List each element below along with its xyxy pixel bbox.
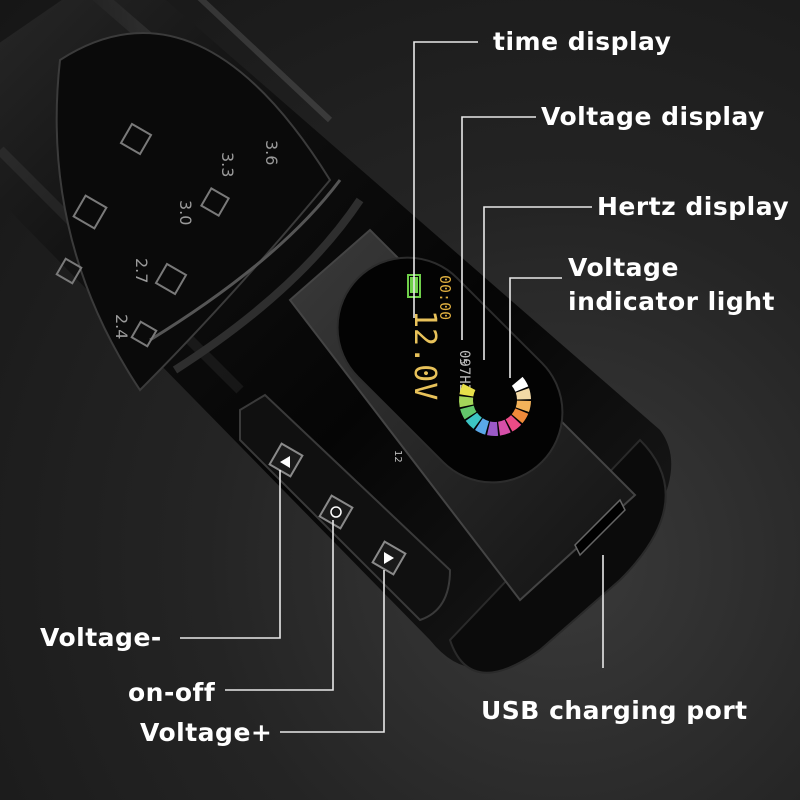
usb-port[interactable] [574,498,626,557]
indicator-segment [475,418,489,435]
indicator-segment [505,415,522,432]
indicator-segment [498,419,511,436]
voltage-dial[interactable]: 3.6 3.3 3.0 2.7 2.4 [55,32,364,392]
hertz-display-label: Hertz display [597,192,790,221]
dial-mark-2: 3.3 [218,152,237,177]
on-off-label: on-off [128,678,216,707]
power-button[interactable] [318,494,354,530]
indicator-segment [511,408,529,424]
indicator-segment [511,376,529,392]
voltage-display-label: Voltage display [541,102,765,131]
dial-mark-3: 3.0 [176,200,195,225]
time-display-label: time display [493,27,672,56]
dial-mark-4: 2.7 [132,258,151,283]
voltage-minus-label: Voltage- [40,623,162,652]
voltage-indicator-label-line1: Voltage [568,253,679,282]
scale-min-label: 12 [392,450,403,463]
screen: 00:00 12.0V 097HZ 12 5 [392,274,472,463]
indicator-segment [460,405,477,420]
usb-port-label: USB charging port [481,696,748,725]
callout-lines [180,41,604,733]
voltage-indicator-label-line2: indicator light [568,287,775,316]
scale-max-label: 5 [457,358,468,364]
voltage-plus-label: Voltage+ [140,718,273,747]
hertz-readout: 097HZ [456,350,472,392]
indicator-segment [459,383,476,397]
indicator-segment [465,412,482,429]
voltage-minus-button[interactable] [268,442,304,478]
indicator-segment [487,421,499,436]
indicator-segment [459,396,474,408]
display-panel: 00:00 12.0V 097HZ 12 5 [288,228,637,602]
button-panel [239,393,452,622]
dial-mark-1: 3.6 [262,140,281,165]
voltage-readout: 12.0V [407,310,442,400]
indicator-segment [515,400,531,413]
indicator-segment [515,388,531,400]
time-readout: 00:00 [436,275,454,320]
dial-mark-5: 2.4 [112,314,131,339]
voltage-plus-button[interactable] [371,540,407,576]
voltage-indicator-arc [459,376,531,436]
